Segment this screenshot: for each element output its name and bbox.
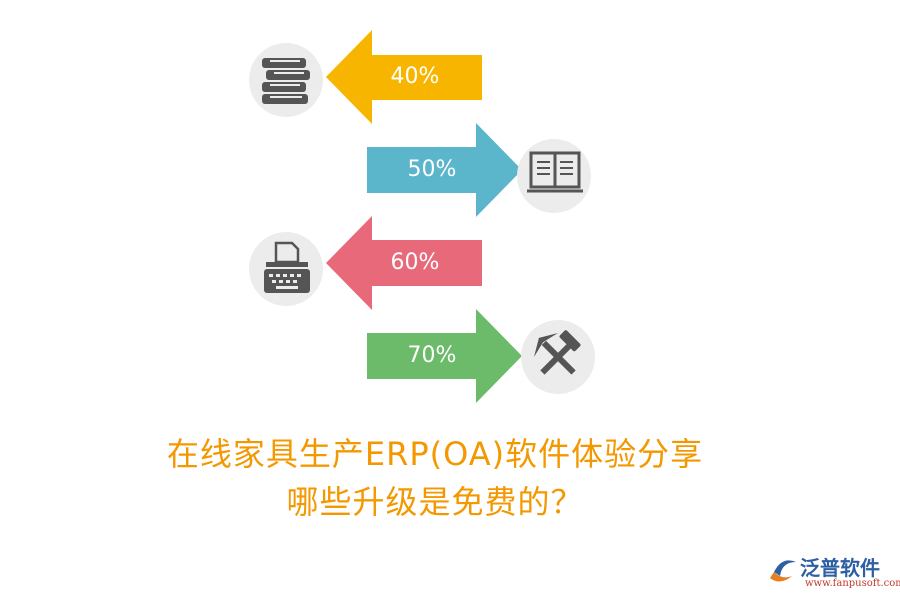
- arrow-label-40: 40%: [390, 64, 440, 89]
- arrow-60: [326, 216, 482, 310]
- logo-name: 泛普软件: [800, 556, 880, 580]
- arrow-label-50: 50%: [407, 157, 457, 182]
- arrow-70: [367, 309, 522, 403]
- arrow-label-70: 70%: [407, 343, 457, 368]
- open-book-icon: [527, 151, 583, 193]
- arrow-label-60: 60%: [390, 250, 440, 275]
- books-icon: [262, 58, 310, 104]
- typewriter-icon: [264, 241, 310, 293]
- logo-url: www.fanpusoft.com: [805, 578, 900, 589]
- arrow-40: [326, 30, 482, 124]
- tools-icon: [533, 330, 581, 375]
- logo-mark-icon: [770, 560, 796, 582]
- title-line-1: 在线家具生产ERP(OA)软件体验分享: [166, 435, 704, 473]
- arrow-50: [367, 123, 522, 217]
- title-line-2: 哪些升级是免费的？: [286, 483, 584, 521]
